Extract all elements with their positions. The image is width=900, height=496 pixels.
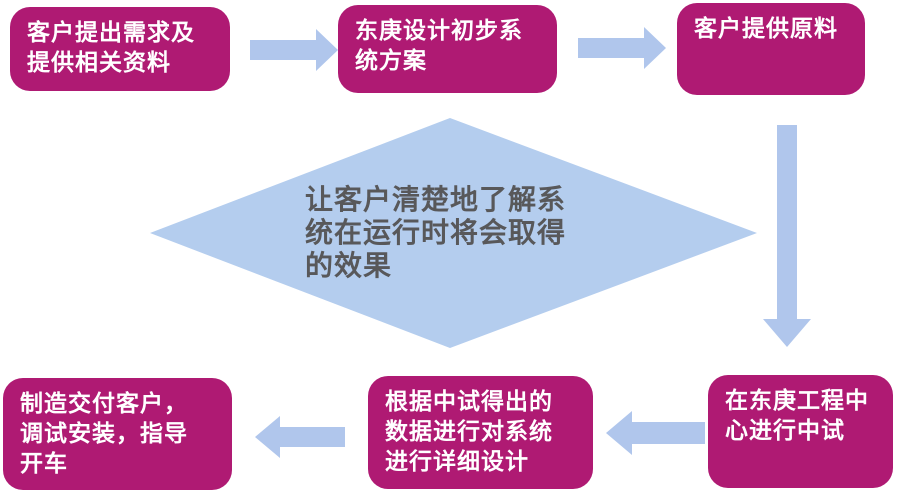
arrow-down-icon [763,125,811,347]
arrow-left-icon [255,416,345,458]
flow-step-manufacture-deliver: 制造交付客户， 调试安装，指导 开车 [3,378,232,490]
flow-step-customer-requirements: 客户提出需求及 提供相关资料 [10,7,230,91]
diamond-shape [150,118,757,348]
arrow-right-icon [578,27,666,69]
flow-step-preliminary-design: 东庚设计初步系 统方案 [338,5,557,93]
arrow-left-icon [606,411,705,455]
flow-step-pilot-test: 在东庚工程中 心进行中试 [708,375,893,488]
flow-step-customer-provides-materials: 客户提供原料 [677,3,865,95]
flow-step-label: 在东庚工程中 心进行中试 [725,388,869,444]
diamond-note-label: 让客户清楚地了解系 统在运行时将会取得 的效果 [305,183,567,282]
flow-step-label: 制造交付客户， 调试安装，指导 开车 [20,391,188,477]
flow-step-label: 根据中试得出的 数据进行对系统 进行详细设计 [385,389,553,475]
flow-step-label: 客户提供原料 [694,16,838,42]
flow-step-label: 客户提出需求及 提供相关资料 [27,20,195,76]
arrow-right-icon [250,29,338,71]
flow-step-detailed-design: 根据中试得出的 数据进行对系统 进行详细设计 [368,376,593,489]
flow-step-label: 东庚设计初步系 统方案 [355,18,523,74]
